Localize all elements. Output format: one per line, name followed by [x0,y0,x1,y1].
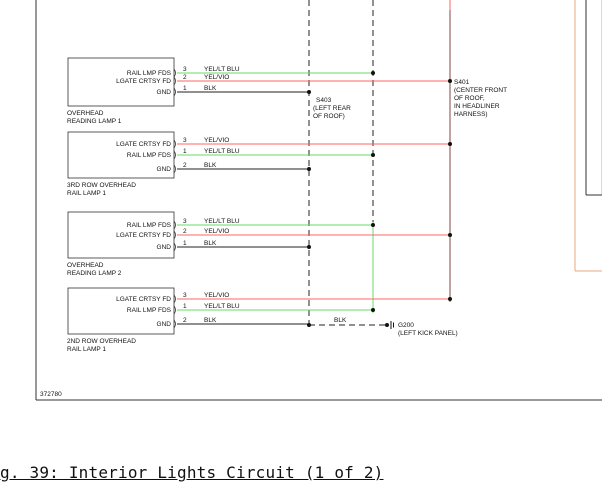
component-2: LGATE CRTSY FD 3 YEL/VIO RAIL LMP FDS 1 YEL/L… [67,131,452,197]
component-box [67,131,175,179]
ground-bus-node [307,323,311,327]
pin-number: 2 [183,228,187,235]
splice-s403-loc1: (LEFT REAR [313,105,351,112]
wire-color-label: YEL/VIO [204,137,229,144]
component-1: RAIL LMP FDS 3 YEL/LT BLU LGATE CRTSY FD 2 YE… [67,57,452,125]
splice-node [448,79,452,83]
pin-label: LGATE CRTSY FD [116,78,171,85]
wire-color-label: YEL/VIO [204,74,229,81]
splice-node [307,245,311,249]
pin-label: LGATE CRTSY FD [116,296,171,303]
pin-number: 1 [183,85,187,92]
connector-bracket [173,220,176,230]
wire-color-label: YEL/LT BLU [204,303,240,310]
splice-s403: S403 (LEFT REAR OF ROOF) [313,97,353,120]
splice-node [371,308,375,312]
figure-id: 372780 [40,391,62,398]
ground-symbol-icon [390,321,394,329]
splice-s403-id: S403 [316,97,332,104]
pin-label: GND [157,166,172,173]
splice-s401-id: S401 [454,79,470,86]
pin-label: RAIL LMP FDS [127,70,172,77]
splice-s401-loc4: HARNESS) [454,111,488,118]
pin-label: GND [157,244,172,251]
wire-color-label: BLK [204,317,217,324]
ground-g200-id: G200 [398,322,414,329]
ground-wire-label: BLK [334,317,347,324]
splice-s401: S401 (CENTER FRONT OF ROOF, IN HEADLINER… [454,79,509,118]
splice-node [448,233,452,237]
component-box [67,211,175,259]
pin-number: 2 [183,74,187,81]
connector-bracket [173,242,176,252]
connector-bracket [173,139,176,149]
ground-g200-loc: (LEFT KICK PANEL) [398,330,458,337]
splice-node [371,223,375,227]
pin-number: 1 [183,148,187,155]
splice-s401-loc2: OF ROOF, [454,95,485,102]
splice-s401-text: S401 (CENTER FRONT OF ROOF, IN HEADLINER… [454,79,509,118]
connector-bracket [173,294,176,304]
wire-color-label: YEL/VIO [204,228,229,235]
pin-number: 1 [183,240,187,247]
wire-color-label: BLK [204,162,217,169]
wire-color-label: BLK [204,85,217,92]
pin-number: 1 [183,303,187,310]
pin-label: RAIL LMP FDS [127,307,172,314]
pin-number: 3 [183,292,187,299]
connector-bracket [173,150,176,160]
pin-label: GND [157,89,172,96]
splice-s401-loc3: IN HEADLINER [454,103,500,110]
wire-color-label: YEL/VIO [204,292,229,299]
ground-run-g200: BLK G200 (LEFT KICK PANEL) [307,317,458,337]
pin-number: 2 [183,317,187,324]
wire-color-label: YEL/LT BLU [204,148,240,155]
component-3: RAIL LMP FDS 3 YEL/LT BLU LGATE CRTSY FD 2 YE… [67,211,452,277]
component-box [67,57,175,107]
wire-color-label: BLK [204,240,217,247]
bus-lines [308,0,451,325]
splice-s403-text: S403 (LEFT REAR OF ROOF) [313,97,353,120]
connector-bracket [173,164,176,174]
component-box [67,287,175,335]
connector-bracket [173,87,176,97]
pin-label: RAIL LMP FDS [127,152,172,159]
wire-color-label: YEL/LT BLU [204,66,240,73]
splice-node [448,297,452,301]
pin-number: 2 [183,162,187,169]
harness-outline [574,0,602,272]
pin-number: 3 [183,66,187,73]
connector-bracket [173,305,176,315]
connector-bracket [173,76,176,86]
pin-number: 3 [183,137,187,144]
pin-number: 3 [183,218,187,225]
splice-node [307,167,311,171]
pin-label: LGATE CRTSY FD [116,141,171,148]
pin-label: RAIL LMP FDS [127,222,172,229]
splice-s401-loc1: (CENTER FRONT [454,87,507,94]
splice-node [371,71,375,75]
splice-node [448,142,452,146]
pin-label: LGATE CRTSY FD [116,232,171,239]
ground-g200-text: G200 (LEFT KICK PANEL) [398,322,458,337]
pin-label: GND [157,321,172,328]
connector-bracket [173,319,176,329]
connector-bracket [173,68,176,78]
splice-node [307,90,311,94]
connector-bracket [173,230,176,240]
figure-caption: g. 39: Interior Lights Circuit (1 of 2) [0,463,384,482]
splice-node [371,153,375,157]
diagram-frame [35,0,602,401]
splice-s403-loc2: OF ROOF) [313,113,345,120]
wire-color-label: YEL/LT BLU [204,218,240,225]
ground-g200-node [385,323,389,327]
component-4: LGATE CRTSY FD 3 YEL/VIO RAIL LMP FDS 1 YEL/L… [67,287,452,353]
